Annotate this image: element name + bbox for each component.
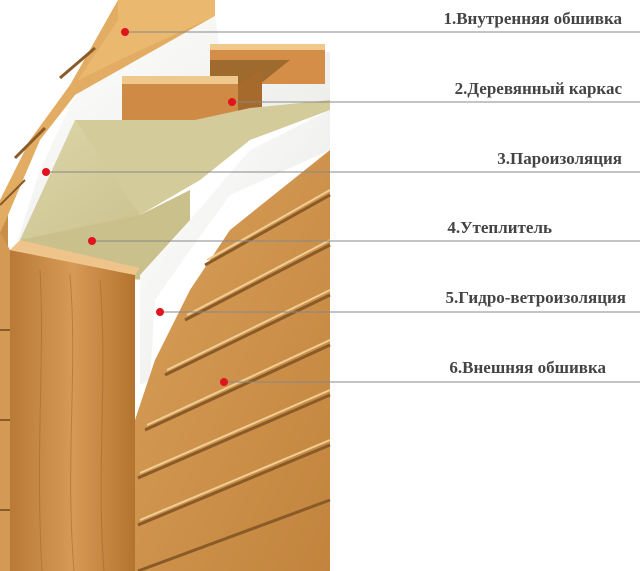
left-board-edge-illustration [0,232,10,571]
layer-labels: 1.Внутренняя обшивка 2.Деревянный каркас… [443,9,626,377]
outer-cladding-illustration [135,150,331,571]
marker-dot-3 [42,168,50,176]
marker-dot-4 [88,237,96,245]
marker-dot-1 [121,28,129,36]
marker-dots [42,28,236,386]
layer-label-5: 5.Гидро-ветроизоляция [446,288,627,307]
leader-lines [46,31,640,383]
marker-dot-2 [228,98,236,106]
layer-label-6: 6.Внешняя обшивка [449,358,606,377]
marker-dot-5 [156,308,164,316]
marker-dot-6 [220,378,228,386]
wind-barrier-illustration [140,110,330,385]
front-post-illustration [10,240,140,571]
layer-label-4: 4.Утеплитель [447,218,552,237]
layer-label-2: 2.Деревянный каркас [455,79,623,98]
layer-label-1: 1.Внутренняя обшивка [443,9,622,28]
layer-label-3: 3.Пароизоляция [497,149,622,168]
